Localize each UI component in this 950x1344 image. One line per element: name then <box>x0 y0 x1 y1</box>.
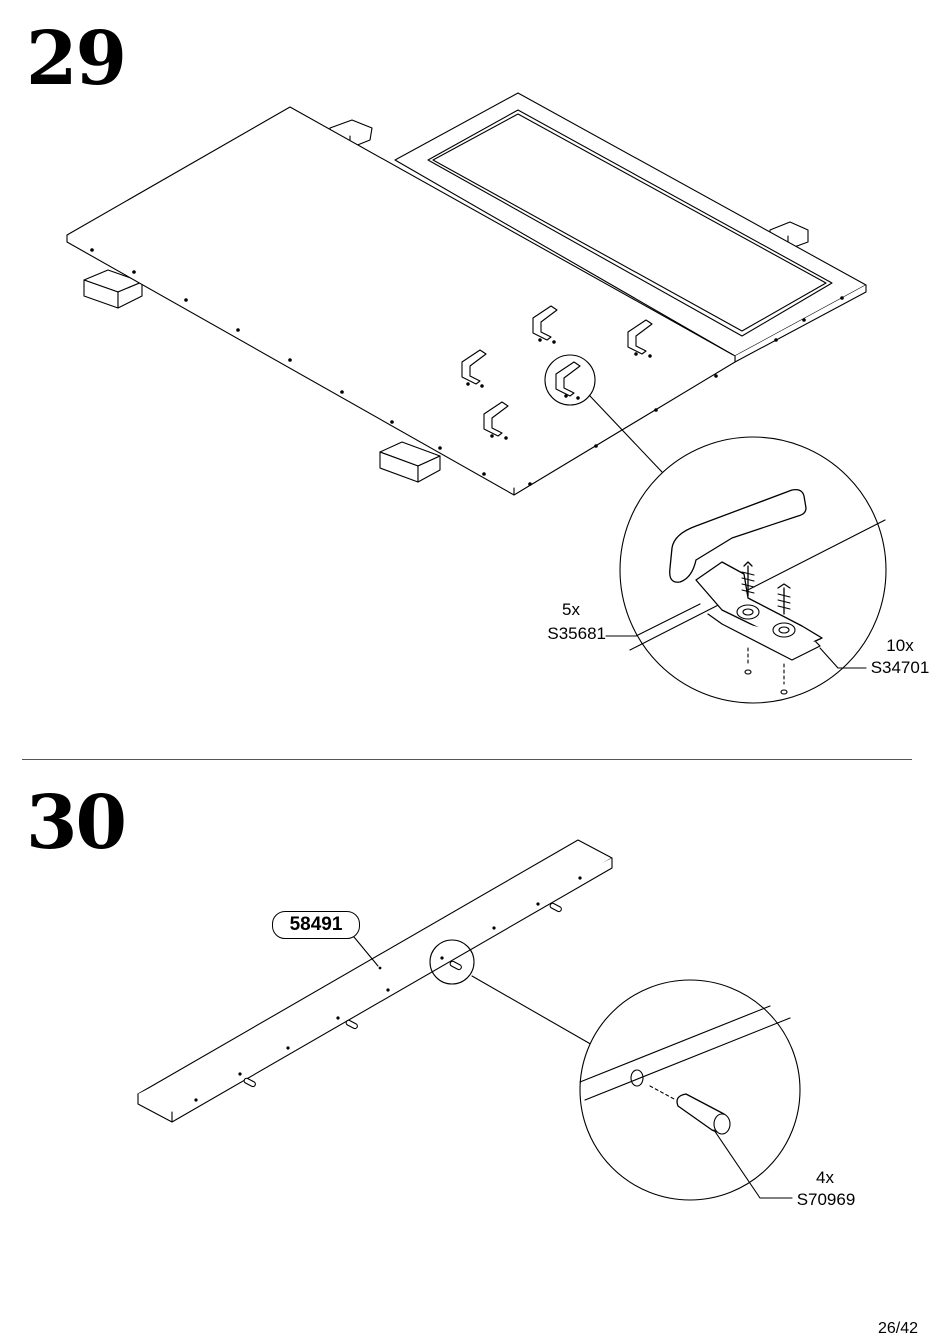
step-divider <box>22 759 912 760</box>
rail-board <box>138 840 612 1122</box>
callout-qty-bracket: 5x <box>530 600 580 620</box>
page-number: 26/42 <box>878 1320 918 1338</box>
step-number-30: 30 <box>26 786 125 860</box>
callout-code-screw: S34701 <box>862 658 938 678</box>
callout-qty-screw: 10x <box>868 636 932 656</box>
detail-magnifier-30 <box>430 940 800 1200</box>
part-number-badge: 58491 <box>272 911 360 939</box>
callout-qty-dowel: 4x <box>800 1168 850 1188</box>
step-number-29: 29 <box>26 22 125 96</box>
callout-code-bracket: S35681 <box>530 624 606 644</box>
callout-code-dowel: S70969 <box>788 1190 864 1210</box>
